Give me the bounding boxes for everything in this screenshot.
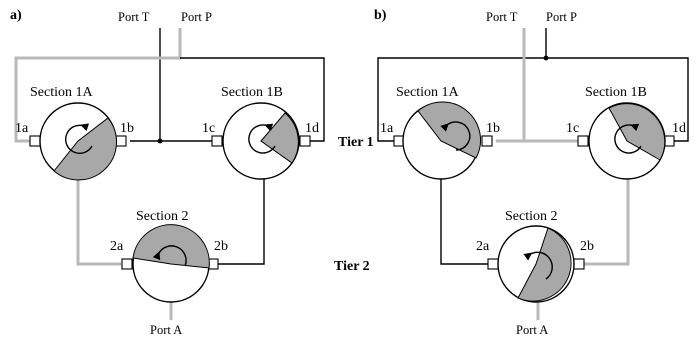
panel-a-port-p-to-1d-line xyxy=(180,57,325,142)
panel-a-port-p-to-1a-line xyxy=(14,28,182,143)
panel-b-port-2a-box xyxy=(487,258,499,270)
panel-b-valve-1a-sector xyxy=(417,101,481,159)
panel-b-port-2b-box xyxy=(573,258,585,270)
panel-b-port-a-label: Port A xyxy=(516,323,548,337)
tier-1-label: Tier 1 xyxy=(338,135,374,150)
panel-a-label: a) xyxy=(10,8,22,23)
panel-b-port-1c-box xyxy=(577,135,589,147)
panel-a-port-1a-box xyxy=(29,135,41,147)
panel-a-valve-1b-sector xyxy=(260,112,299,164)
panel-b-1a-to-2a-line xyxy=(440,141,488,265)
panel-a-section-1a-title: Section 1A xyxy=(30,85,93,100)
panel-a-section-1b: Section 1B 1c 1d xyxy=(202,85,319,180)
panel-a-port-1b-label: 1b xyxy=(120,121,134,136)
panel-a-section-1b-title: Section 1B xyxy=(221,85,283,100)
panel-a-section-2-title: Section 2 xyxy=(136,209,189,224)
panel-a-port-t-label: Port T xyxy=(118,10,150,24)
panel-b-valve-1a-rotation-arrow xyxy=(440,121,471,151)
tier-2-label: Tier 2 xyxy=(334,259,370,274)
panel-a-section-1a: Section 1A 1a 1b xyxy=(15,85,134,181)
panel-b-valve-1b-rotation-arrow xyxy=(614,123,642,154)
panel-b-valve-2-sector xyxy=(517,227,572,302)
panel-a-port-1d-label: 1d xyxy=(305,121,319,136)
panel-b-port-1d-label: 1d xyxy=(672,121,686,136)
panel-b-junction-dot xyxy=(543,55,549,61)
panel-a-junction-dot xyxy=(157,138,163,144)
panel-b-port-p-label: Port P xyxy=(546,10,577,24)
panel-b-valve-1b-sector xyxy=(608,103,666,161)
panel-a-valve-1b-rotation-arrow xyxy=(248,123,276,154)
panel-a-port-1a-label: 1a xyxy=(15,121,29,136)
panel-a-port-2a-box xyxy=(121,258,133,270)
panel-a-port-p-label: Port P xyxy=(181,10,212,24)
panel-a-port-2a-label: 2a xyxy=(110,239,124,254)
panel-b-port-p-to-1d-line xyxy=(546,57,689,142)
panel-b-section-2: Section 2 2a 2b xyxy=(476,209,594,303)
panel-b-wires xyxy=(377,28,689,320)
panel-b-port-p-to-1a-line xyxy=(377,28,547,142)
panel-b-label: b) xyxy=(374,8,387,23)
panel-b: b) Port T Port P Section 1A 1a xyxy=(374,8,689,337)
panel-b-port-t-label: Port T xyxy=(486,10,518,24)
panel-b-valve-2-rotation-arrow xyxy=(523,251,553,280)
panel-a-1a-to-2a-line xyxy=(76,141,124,266)
panel-a-section-2: Section 2 2a 2b xyxy=(110,209,228,303)
panel-a-port-2b-label: 2b xyxy=(214,239,228,254)
panel-b-section-1b: Section 1B 1c 1d xyxy=(566,85,686,180)
panel-b-section-1a: Section 1A 1a 1b xyxy=(380,85,500,180)
panel-a-valve-1a-rotation-arrow xyxy=(65,123,93,155)
panel-a-port-1d-box xyxy=(299,135,311,147)
panel-a-port-1c-label: 1c xyxy=(202,121,215,136)
panel-b-port-1c-label: 1c xyxy=(566,121,579,136)
panel-b-port-1b-label: 1b xyxy=(486,121,500,136)
panel-b-port-1a-label: 1a xyxy=(380,121,394,136)
panel-b-port-2b-label: 2b xyxy=(580,239,594,254)
panel-b-port-2a-label: 2a xyxy=(476,239,490,254)
panel-a-port-a-label: Port A xyxy=(150,323,182,337)
panel-a-valve-1a-sector xyxy=(53,117,117,181)
panel-b-1b-to-2b-line xyxy=(582,141,630,266)
panel-b-port-1b-box xyxy=(481,135,493,147)
panel-a-valve-2-rotation-arrow xyxy=(152,245,187,267)
panel-b-section-1b-title: Section 1B xyxy=(585,85,647,100)
panel-a-1b-to-2b-line xyxy=(216,141,265,265)
panel-a-port-1b-box xyxy=(115,135,127,147)
panel-b-section-2-title: Section 2 xyxy=(505,209,558,224)
panel-b-section-1a-title: Section 1A xyxy=(396,85,459,100)
panel-a-port-1c-box xyxy=(211,135,223,147)
panel-a: a) Port T Port P Section 1A xyxy=(10,8,325,337)
